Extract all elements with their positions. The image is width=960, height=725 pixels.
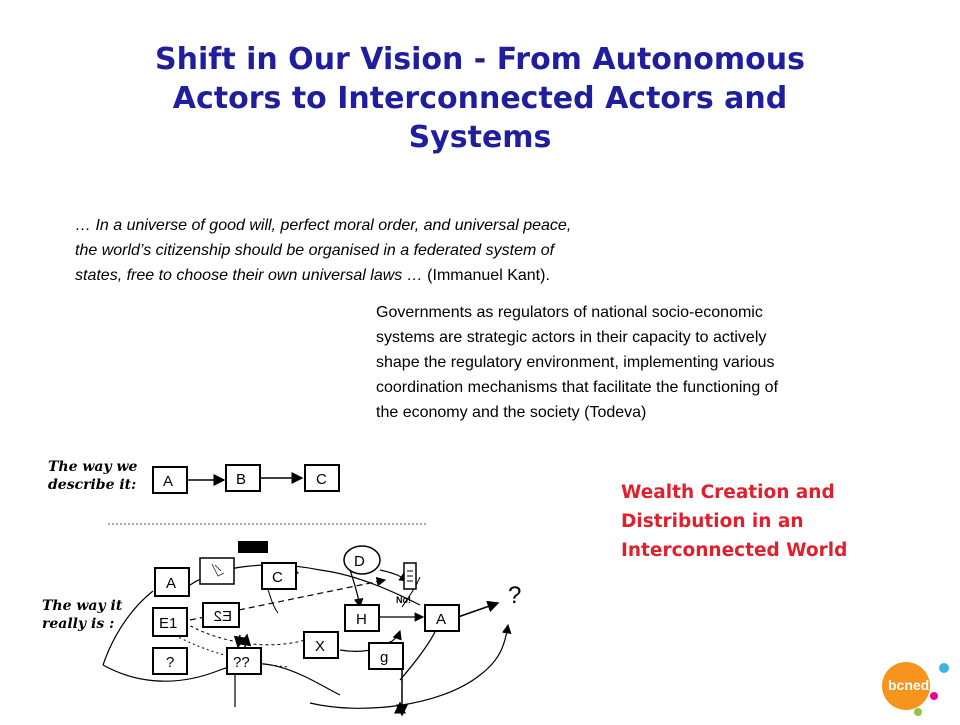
slide-title: Shift in Our Vision - From Autonomous Ac… bbox=[40, 40, 920, 157]
logo-text: bcned bbox=[888, 677, 929, 693]
edge bbox=[179, 619, 306, 646]
title-line: Shift in Our Vision - From Autonomous bbox=[155, 42, 805, 77]
edge bbox=[233, 634, 246, 649]
callout-line: Interconnected World bbox=[621, 540, 848, 561]
node-e-sideways bbox=[403, 562, 417, 590]
node-label: D bbox=[354, 553, 365, 570]
logo-blue-dot bbox=[939, 663, 949, 673]
describe-label-line: describe it: bbox=[48, 477, 136, 493]
top-box-c: C bbox=[304, 464, 340, 492]
top-box-b: B bbox=[225, 464, 261, 492]
edge bbox=[102, 590, 154, 666]
no-label: No! bbox=[396, 595, 411, 605]
really-label-line: The way it bbox=[42, 598, 123, 614]
node-label: H bbox=[356, 611, 367, 628]
node-e2-mirrored: E2 bbox=[202, 602, 240, 628]
node-h: H bbox=[344, 604, 380, 632]
node-label: E1 bbox=[159, 615, 177, 632]
edge bbox=[349, 569, 364, 609]
edge bbox=[401, 576, 421, 608]
quote-attribution: (Immanuel Kant). bbox=[427, 267, 550, 284]
quote-line-last: states, free to choose their own univers… bbox=[75, 263, 765, 288]
black-block bbox=[238, 541, 268, 553]
hand-icon bbox=[199, 557, 235, 585]
edge bbox=[239, 633, 252, 648]
quote-line: … In a universe of good will, perfect mo… bbox=[75, 217, 572, 234]
node-double-question: ?? bbox=[226, 647, 262, 675]
paragraph-line: the economy and the society (Todeva) bbox=[376, 404, 647, 421]
logo-orange-circle bbox=[882, 662, 930, 710]
paragraph-line: coordination mechanisms that facilitate … bbox=[376, 379, 779, 396]
callout-line: Wealth Creation and bbox=[621, 482, 835, 503]
edge bbox=[399, 619, 445, 681]
top-box-label: C bbox=[316, 471, 327, 488]
logo-green-dot bbox=[914, 708, 922, 716]
node-label: g bbox=[380, 649, 388, 666]
node-label: C bbox=[272, 569, 283, 586]
final-question-mark: ? bbox=[508, 582, 521, 609]
edge bbox=[457, 600, 500, 618]
node-e1: E1 bbox=[152, 607, 188, 637]
node-c: C bbox=[261, 562, 297, 590]
governments-paragraph: Governments as regulators of national so… bbox=[376, 300, 946, 425]
bcned-logo: bcned bbox=[876, 658, 956, 718]
node-label: A bbox=[436, 611, 446, 628]
node-a: A bbox=[154, 567, 190, 597]
describe-label-line: The way we bbox=[48, 459, 138, 475]
node-label: ?? bbox=[233, 654, 250, 671]
paragraph-line: Governments as regulators of national so… bbox=[376, 304, 763, 321]
really-label-line: really is : bbox=[42, 616, 114, 632]
top-box-label: A bbox=[163, 473, 173, 490]
top-box-a: A bbox=[152, 466, 188, 494]
node-a2: A bbox=[424, 604, 460, 632]
node-g: g bbox=[368, 642, 404, 670]
node-x: X bbox=[303, 631, 339, 659]
callout-line: Distribution in an bbox=[621, 511, 804, 532]
edge bbox=[102, 662, 341, 696]
quote-line: the world’s citizenship should be organi… bbox=[75, 242, 555, 259]
node-label: ? bbox=[166, 654, 174, 671]
paragraph-line: systems are strategic actors in their ca… bbox=[376, 329, 767, 346]
kant-quote: … In a universe of good will, perfect mo… bbox=[75, 213, 765, 288]
node-label: E2 bbox=[214, 608, 232, 625]
edge bbox=[309, 623, 512, 709]
node-label: A bbox=[166, 575, 176, 592]
title-line: Systems bbox=[408, 120, 552, 155]
top-box-label: B bbox=[236, 471, 246, 488]
node-label: X bbox=[315, 638, 325, 655]
network-diagram: The way we describe it: A B C The way it… bbox=[40, 445, 540, 720]
node-question: ? bbox=[152, 647, 188, 675]
title-line: Actors to Interconnected Actors and bbox=[172, 81, 788, 116]
wealth-callout: Wealth Creation and Distribution in an I… bbox=[621, 478, 941, 565]
quote-line: states, free to choose their own univers… bbox=[75, 267, 423, 284]
logo-pink-dot bbox=[930, 692, 938, 700]
node-d: D bbox=[343, 545, 381, 575]
paragraph-line: shape the regulatory environment, implem… bbox=[376, 354, 775, 371]
